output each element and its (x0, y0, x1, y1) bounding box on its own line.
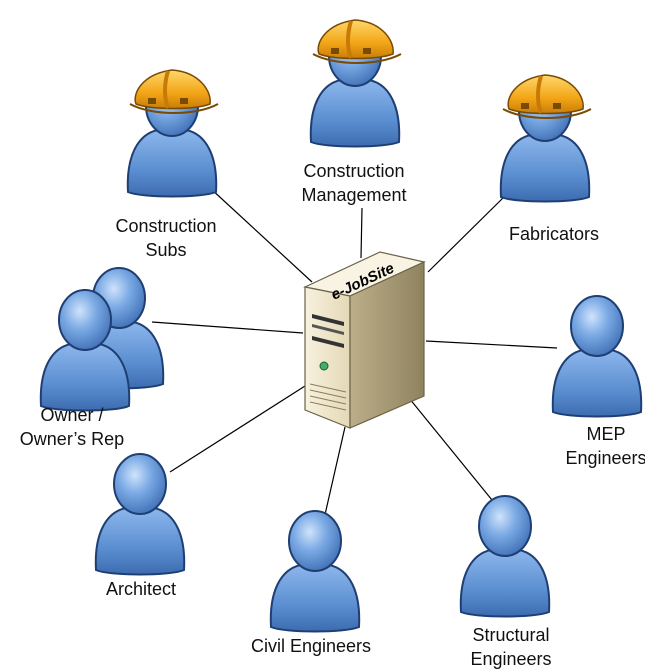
connector-line-owner-owners-rep (151, 321, 304, 334)
connector-line-fabricators (427, 194, 507, 273)
person-construction-subs (126, 69, 219, 198)
connector-line-architect (169, 385, 306, 473)
label-line: Structural (472, 625, 549, 645)
connector-line-mep-engineers (425, 340, 558, 349)
person-civil-engineers (269, 510, 361, 633)
label-line: MEP (586, 424, 625, 444)
label-line: Architect (106, 579, 176, 599)
label-line: Construction (303, 161, 404, 181)
label-fabricators: Fabricators (509, 224, 599, 244)
connector-lines (151, 187, 558, 520)
label-line: Construction (115, 216, 216, 236)
person-structural-engineers (459, 495, 551, 618)
server-icon: e-JobSite (303, 251, 426, 429)
person-head (58, 289, 112, 351)
label-line: Civil Engineers (251, 636, 371, 656)
label-civil-engineers: Civil Engineers (251, 636, 371, 656)
label-line: Owner’s Rep (20, 429, 124, 449)
label-mep-engineers: MEP Engineers (565, 424, 645, 468)
person-head (478, 495, 532, 557)
label-line: Subs (145, 240, 186, 260)
hardhat-icon (502, 74, 592, 119)
person-fabricators (499, 74, 592, 203)
person-head (113, 453, 167, 515)
label-line: Owner / (40, 405, 103, 425)
person-owner-owners-rep (39, 267, 165, 412)
person-body (269, 564, 361, 633)
connector-line-construction-management (360, 207, 363, 259)
person-construction-management (309, 19, 402, 148)
label-line: Fabricators (509, 224, 599, 244)
person-mep-engineers (551, 295, 643, 418)
person-architect (94, 453, 186, 576)
label-line: Engineers (470, 649, 551, 669)
person-head (288, 510, 342, 572)
person-body (551, 349, 643, 418)
hardhat-icon (312, 19, 402, 64)
connector-line-construction-subs (209, 187, 313, 283)
connector-line-civil-engineers (323, 426, 346, 520)
label-architect: Architect (106, 579, 176, 599)
hardhat-icon (129, 69, 219, 114)
person-body (126, 129, 218, 198)
people-layer (39, 19, 643, 633)
person-body (94, 507, 186, 576)
label-line: Management (301, 185, 406, 205)
person-body (39, 343, 131, 412)
person-body (499, 134, 591, 203)
person-body (459, 549, 551, 618)
label-owner-owners-rep: Owner / Owner’s Rep (20, 405, 124, 449)
person-body (309, 79, 401, 148)
person-head (570, 295, 624, 357)
label-line: Engineers (565, 448, 645, 468)
connector-line-structural-engineers (408, 397, 493, 501)
